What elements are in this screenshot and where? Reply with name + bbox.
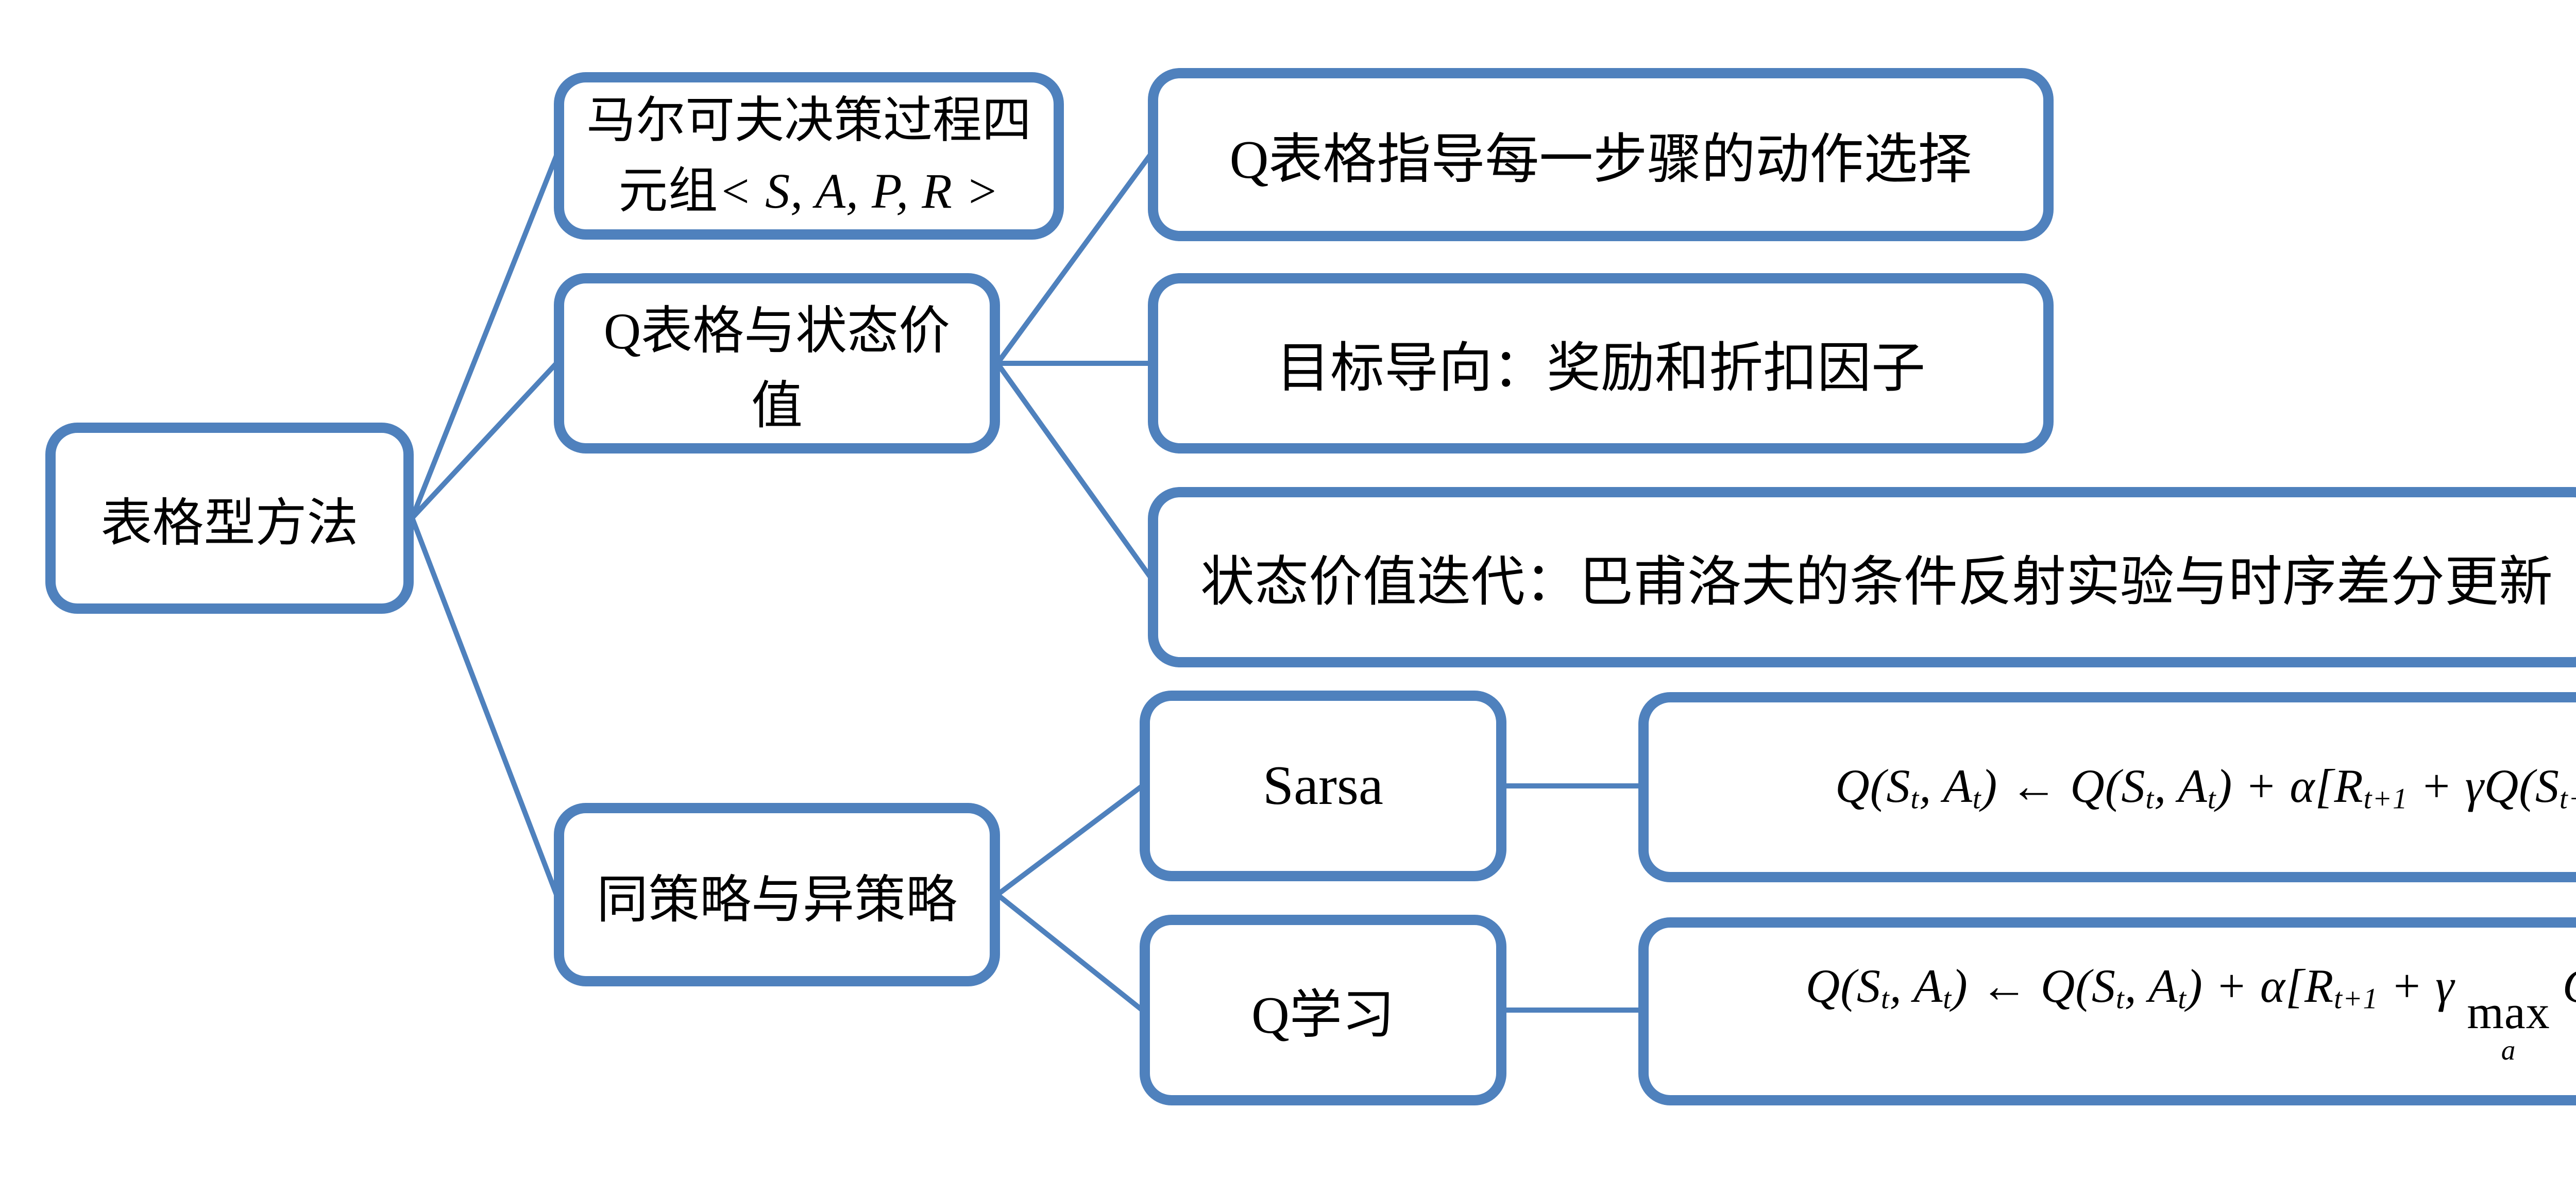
connector-qtable-leaf1: [995, 152, 1153, 366]
node-label: Q学习: [1251, 986, 1395, 1045]
connector-onoff-sarsa: [995, 783, 1145, 897]
node-label: Q表格指导每一步骤的动作选择: [1229, 129, 1972, 190]
node-label: 同策略与异策略: [597, 871, 957, 929]
connector-root-mdp: [410, 153, 559, 521]
mdp-line1: 马尔可夫决策过程四: [586, 93, 1031, 148]
node-sarsa[interactable]: Sarsa: [1140, 691, 1506, 881]
node-label: Q表格与状态价值: [603, 303, 951, 434]
node-label: Sarsa: [1263, 755, 1383, 816]
connector-qtable-leaf3: [995, 361, 1153, 580]
mdp-tuple-math: 元组< S, A, P, R >: [618, 163, 999, 219]
node-sarsa-update-formula[interactable]: Q(St, At) ← Q(St, At) + α[Rt+1 + γQ(St+1…: [1638, 692, 2576, 882]
node-label: 状态价值迭代：巴甫洛夫的条件反射实验与时序差分更新: [1200, 552, 2553, 612]
connector-root-onoff: [410, 515, 559, 897]
connector-onoff-qlearning: [995, 892, 1145, 1013]
connector-root-qtable: [410, 361, 559, 521]
node-state-value-iteration-td-update[interactable]: 状态价值迭代：巴甫洛夫的条件反射实验与时序差分更新: [1148, 487, 2576, 667]
node-label: 目标导向：奖励和折扣因子: [1276, 338, 1925, 398]
node-mdp-tuple[interactable]: 马尔可夫决策过程四 元组< S, A, P, R >: [554, 72, 1064, 240]
node-label: 表格型方法: [100, 495, 359, 552]
node-label: 马尔可夫决策过程四 元组< S, A, P, R >: [586, 86, 1031, 226]
sarsa-formula-text: Q(St, At) ← Q(St, At) + α[Rt+1 + γQ(St+1…: [1835, 760, 2576, 815]
node-tabular-methods[interactable]: 表格型方法: [45, 423, 414, 614]
node-goal-oriented-reward-discount[interactable]: 目标导向：奖励和折扣因子: [1148, 273, 2054, 454]
node-q-table-guides-action-selection[interactable]: Q表格指导每一步骤的动作选择: [1148, 68, 2054, 241]
node-q-table-state-value[interactable]: Q表格与状态价值: [554, 273, 1000, 454]
node-on-policy-off-policy[interactable]: 同策略与异策略: [554, 803, 1000, 986]
node-q-learning[interactable]: Q学习: [1140, 915, 1506, 1105]
